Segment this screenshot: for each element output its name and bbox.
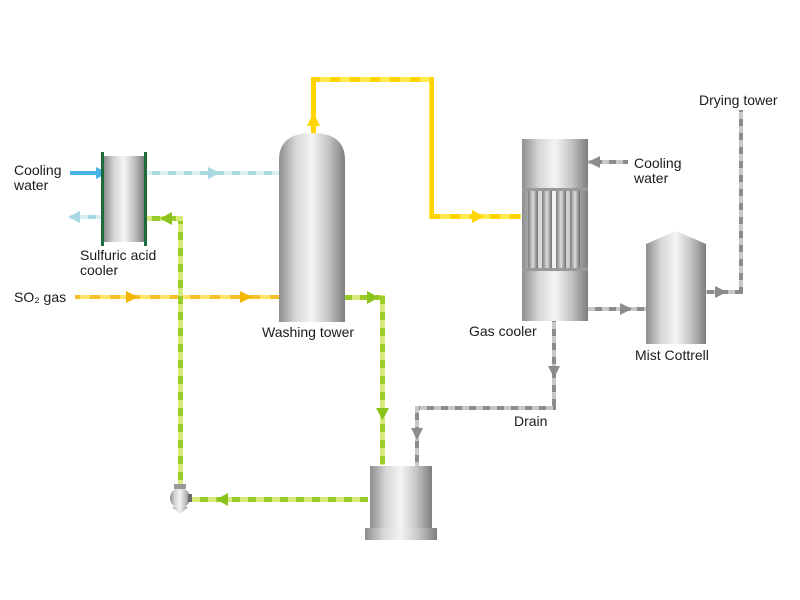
gas-cooler	[522, 139, 588, 321]
so2-gas-pipe	[75, 291, 280, 303]
cooling-water-right-label-2: water	[633, 170, 669, 186]
acid-cooler-label-1: Sulfuric acid	[80, 247, 156, 263]
arrow-left-icon	[68, 211, 80, 223]
arrow-down-icon	[376, 408, 389, 420]
cooling-water-right-label-1: Cooling	[634, 155, 681, 171]
arrow-down-icon	[548, 366, 560, 378]
gas-cooler-label: Gas cooler	[469, 323, 537, 339]
drying-tower-label: Drying tower	[699, 92, 778, 108]
arrow-left-icon	[160, 212, 172, 225]
sulfuric-acid-cooler	[101, 152, 147, 246]
arrow-right-icon	[472, 210, 484, 223]
gray-process-pipes	[411, 110, 743, 466]
arrow-left-icon	[216, 493, 228, 506]
acid-pipe-green	[146, 212, 389, 506]
mist-cottrell-label: Mist Cottrell	[635, 347, 709, 363]
cooling-water-pipes-left	[68, 167, 280, 223]
cooling-water-left-label-2: water	[13, 177, 49, 193]
arrow-right-icon	[367, 291, 379, 304]
so2-gas-label: SO₂ gas	[14, 289, 66, 305]
arrow-left-icon	[588, 156, 600, 168]
mist-cottrell	[646, 231, 706, 344]
acid-cooler-label-2: cooler	[80, 262, 118, 278]
arrow-up-icon	[307, 112, 320, 126]
arrow-right-icon	[715, 286, 727, 298]
arrow-right-icon	[620, 303, 632, 315]
arrow-down-icon	[411, 428, 423, 440]
arrow-right-icon	[126, 291, 138, 303]
arrow-right-icon	[208, 167, 220, 179]
washing-tower-label: Washing tower	[262, 324, 354, 340]
acid-tank	[365, 466, 437, 540]
washing-tower	[279, 133, 345, 322]
pump	[170, 484, 192, 514]
cooling-water-left-label-1: Cooling	[14, 162, 61, 178]
gas-pipe-yellow	[307, 77, 521, 223]
drain-label: Drain	[514, 413, 547, 429]
arrow-right-icon	[240, 291, 252, 303]
